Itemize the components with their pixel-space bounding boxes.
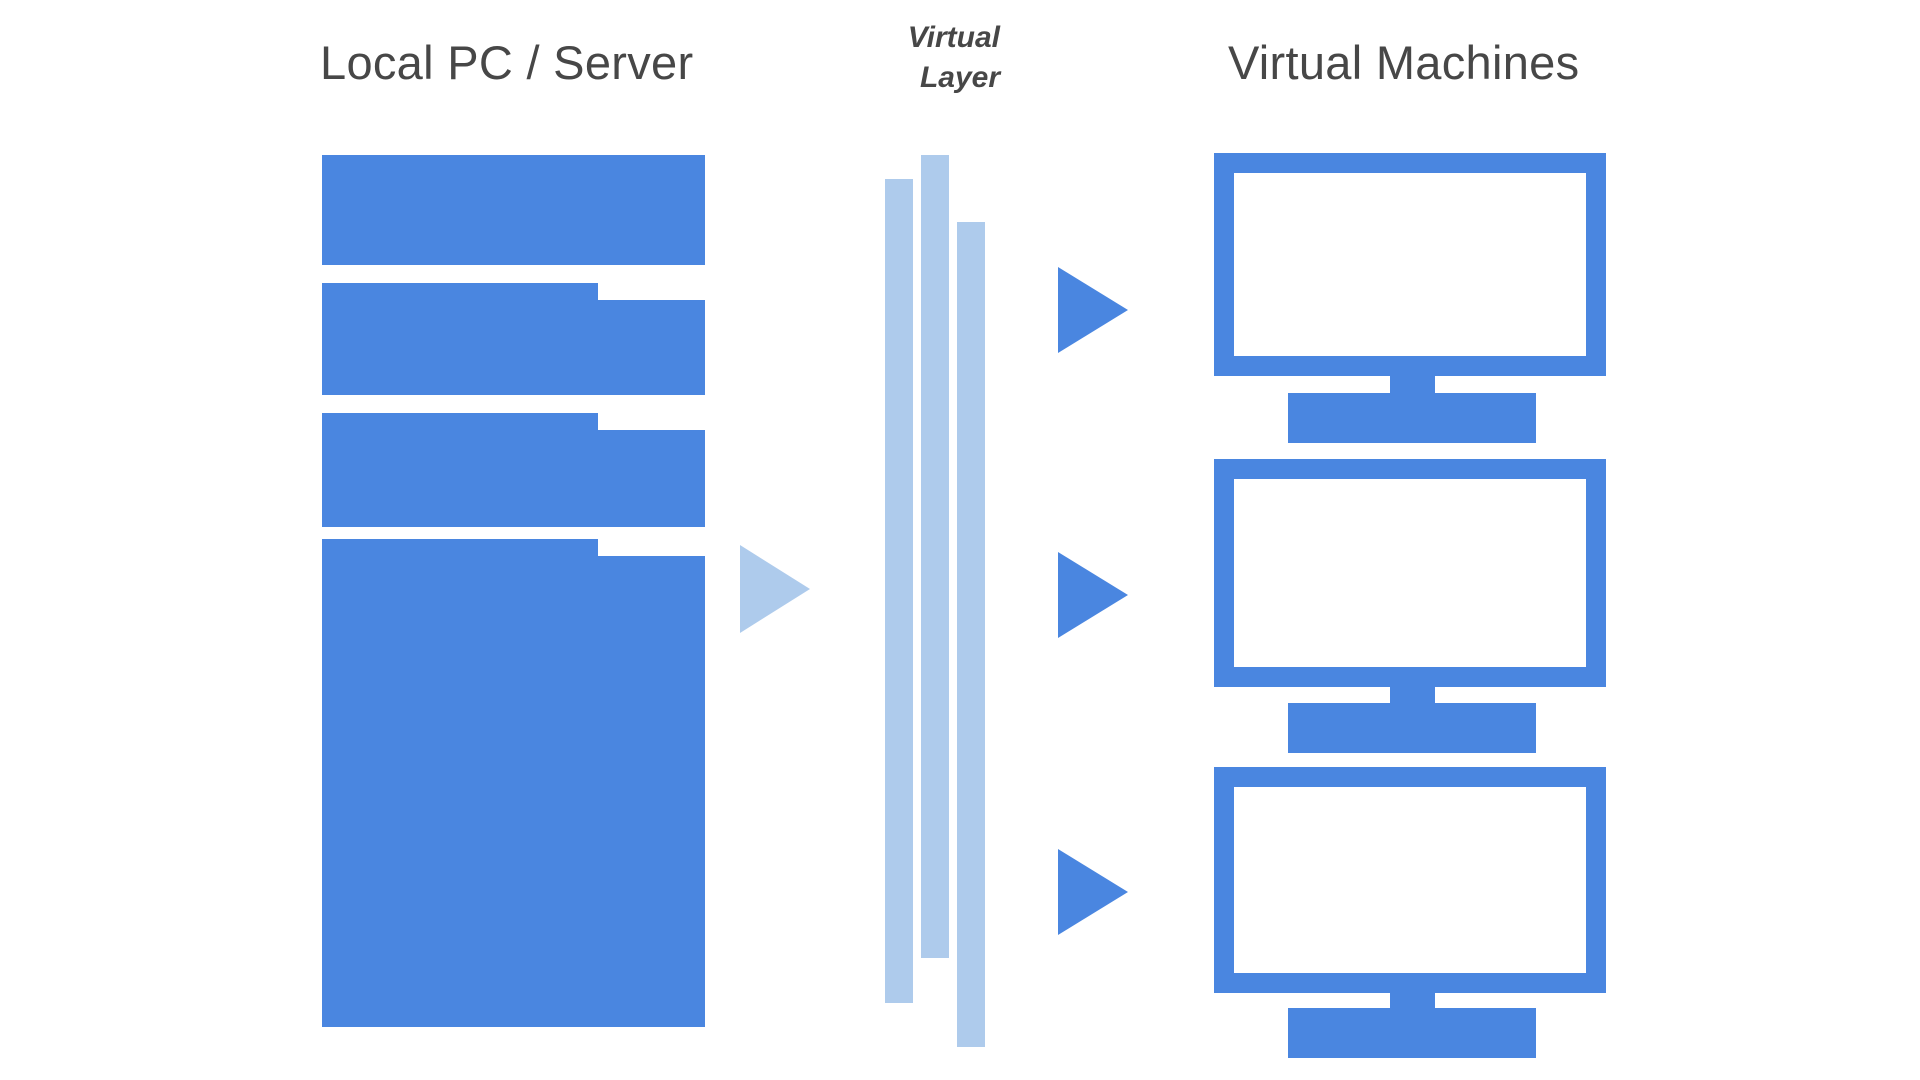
- monitor-neck-1: [1390, 376, 1435, 393]
- transition-arrow-icon: [740, 545, 810, 633]
- monitor-base-2: [1288, 703, 1536, 753]
- vm-arrow-1-icon: [1058, 267, 1128, 353]
- virtual-machine-3: [1214, 767, 1606, 1059]
- virtual-layer-title-line-1: Virtual: [907, 21, 1000, 54]
- vm-arrow-3-icon: [1058, 849, 1128, 935]
- server-block-4-notch: [598, 556, 705, 1027]
- virtual-layer-bar-2: [921, 155, 949, 958]
- server-block-2-notch: [598, 300, 705, 395]
- monitor-base-1: [1288, 393, 1536, 443]
- server-block-3-notch: [598, 430, 705, 527]
- virtual-layer-bar-3: [957, 222, 985, 1047]
- local-pc-server-title: Local PC / Server: [320, 36, 694, 89]
- vm-arrow-2-icon: [1058, 552, 1128, 638]
- virtual-machines-title: Virtual Machines: [1228, 36, 1580, 89]
- server-block-1: [322, 155, 705, 265]
- virtual-machine-1: [1214, 153, 1606, 443]
- monitor-neck-2: [1390, 687, 1435, 703]
- virtual-layer-title-line-2: Layer: [919, 60, 1000, 94]
- monitor-neck-3: [1390, 993, 1435, 1008]
- server-block-4-main: [322, 539, 598, 1027]
- server-block-4: [322, 539, 705, 1027]
- virtual-machine-2: [1214, 459, 1606, 753]
- server-block-2-main: [322, 283, 598, 395]
- server-block-3-main: [322, 413, 598, 527]
- monitor-screen-1: [1214, 153, 1606, 376]
- monitor-screen-3: [1214, 767, 1606, 993]
- server-block-2: [322, 283, 705, 395]
- server-block-3: [322, 413, 705, 527]
- monitor-screen-2: [1214, 459, 1606, 687]
- virtual-layer-bar-1: [885, 179, 913, 1003]
- monitor-base-3: [1288, 1008, 1536, 1058]
